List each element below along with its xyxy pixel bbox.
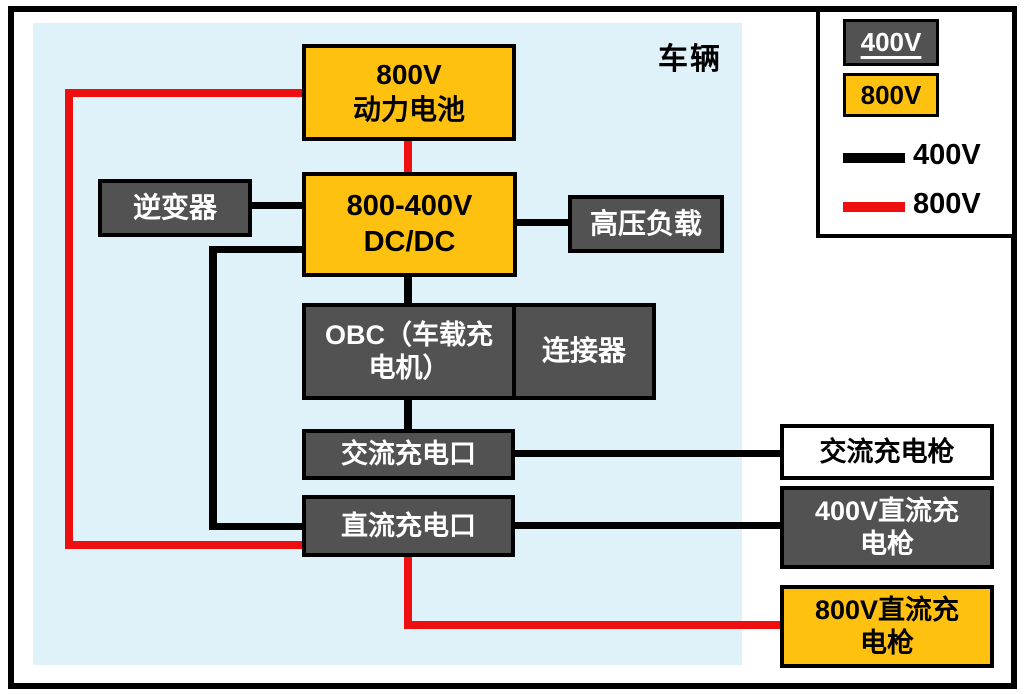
node-400v-dc-charge-gun-label: 400V直流充 电枪 (814, 495, 960, 559)
node-obc-charger-label: OBC（车载充 电机） (325, 319, 493, 383)
node-hv-load-label: 高压负载 (589, 207, 702, 239)
legend-line-label-800v: 800V (913, 188, 981, 220)
node-dc-charge-port: 直流充电口 (302, 495, 515, 557)
legend-swatch-400v-box: 400V (843, 19, 939, 66)
node-400v-dc-charge-gun: 400V直流充 电枪 (780, 486, 994, 569)
node-800v-dc-charge-gun: 800V直流充 电枪 (780, 585, 994, 668)
node-dcdc-converter: 800-400V DC/DC (302, 172, 517, 277)
node-obc-charger: OBC（车载充 电机） (302, 303, 516, 400)
node-connector-label: 连接器 (541, 335, 626, 367)
node-inverter: 逆变器 (98, 179, 252, 237)
node-inverter-label: 逆变器 (132, 191, 217, 223)
legend: 400V 800V 400V 800V (816, 8, 1016, 238)
edge-acport-to-acgun-400v (513, 450, 783, 457)
edge-dcdc-to-hvload-400v (514, 219, 571, 226)
vehicle-area-label: 车辆 (658, 43, 722, 76)
node-ac-charge-port-label: 交流充电口 (341, 439, 476, 470)
edge-dcport-to-dcgun800-horizontal (404, 621, 785, 629)
legend-swatch-400v-label: 400V (860, 27, 922, 57)
edge-battery-to-dcport-800v-vertical (65, 89, 73, 549)
node-dcdc-converter-label: 800-400V DC/DC (346, 190, 473, 258)
node-dc-charge-port-label: 直流充电口 (341, 510, 476, 541)
edge-battery-to-dcdc-800v (404, 138, 412, 174)
edge-battery-to-dcport-800v-top (65, 89, 305, 97)
legend-line-swatch-800v (843, 202, 905, 212)
edge-dcdc-to-dcport-400v-top (209, 246, 305, 253)
edge-dcport-to-dcgun400-400v (513, 522, 783, 529)
node-800v-dc-charge-gun-label: 800V直流充 电枪 (814, 594, 960, 658)
edge-obc-to-acport-400v (404, 397, 412, 431)
edge-dcdc-to-obc-400v (404, 275, 412, 305)
node-ac-charge-gun: 交流充电枪 (780, 424, 994, 480)
legend-swatch-800v-label: 800V (860, 79, 922, 110)
node-connector: 连接器 (512, 303, 656, 400)
node-power-battery-label: 800V 动力电池 (352, 59, 465, 125)
legend-line-swatch-400v (843, 153, 905, 163)
legend-swatch-800v-box: 800V (843, 73, 939, 117)
edge-dcdc-to-dcport-400v-vertical (209, 246, 217, 530)
edge-battery-to-dcport-800v-bottom (65, 541, 305, 549)
node-hv-load: 高压负载 (568, 195, 724, 253)
node-ac-charge-port: 交流充电口 (302, 429, 515, 480)
node-ac-charge-gun-label: 交流充电枪 (819, 436, 955, 467)
edge-inverter-to-dcdc-400v (251, 202, 305, 209)
node-power-battery: 800V 动力电池 (302, 44, 516, 141)
edge-dcport-to-dcgun800-vertical (404, 554, 412, 629)
edge-dcdc-to-dcport-400v-bottom (209, 523, 305, 530)
legend-line-label-400v: 400V (913, 139, 981, 171)
